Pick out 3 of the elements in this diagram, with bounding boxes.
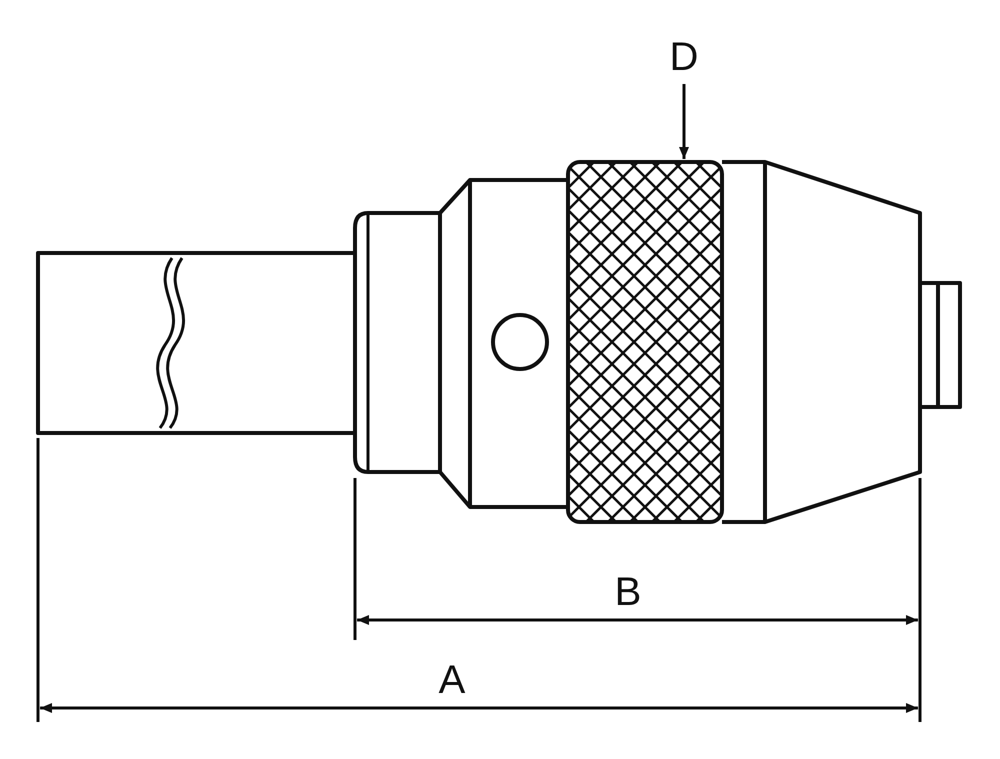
dimension-label: D — [670, 37, 698, 77]
dimension-label: B — [614, 572, 642, 612]
dimension-label: A — [438, 660, 466, 700]
